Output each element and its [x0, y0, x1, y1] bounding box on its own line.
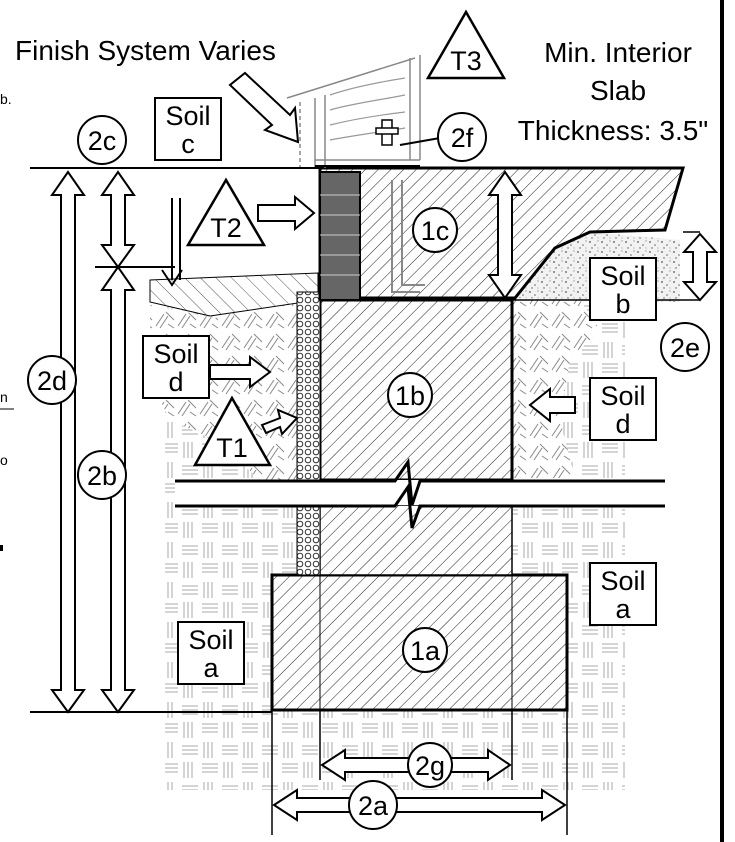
edge-fragment-b: b. — [0, 91, 12, 107]
foundation-insulation — [296, 291, 321, 481]
callout-1b-circle — [387, 372, 433, 418]
slab-note-line1: Min. Interior — [544, 37, 692, 68]
soil-d-left-letter: d — [168, 367, 183, 397]
callout-2e-circle — [660, 322, 710, 372]
soil-d-right-region — [512, 300, 600, 478]
soil-a-right-label-box — [589, 562, 657, 626]
callout-1a: 1a — [410, 636, 441, 666]
soil-a-right-word: Soil — [600, 566, 645, 596]
callout-2f-circle — [437, 112, 487, 162]
callout-1c: 1c — [421, 216, 450, 246]
tag-t3-triangle — [425, 9, 507, 80]
rim-board — [319, 171, 361, 301]
callout-2b-circle — [77, 450, 127, 500]
soil-d-left-word: Soil — [153, 339, 198, 369]
callout-2f: 2f — [451, 123, 474, 153]
edge-fragment-o: o — [0, 452, 8, 468]
tag-t2-triangle — [185, 177, 267, 247]
soil-a-left-letter: a — [203, 653, 219, 683]
soil-b-label-box — [589, 257, 657, 321]
callout-1a-circle — [402, 627, 448, 673]
soil-c-word: Soil — [165, 101, 210, 131]
soil-d-left-label-box — [142, 335, 210, 399]
finish-system-note: Finish System Varies — [15, 35, 276, 66]
callout-2a: 2a — [358, 791, 389, 821]
soil-b-word: Soil — [600, 261, 645, 291]
callout-2a-circle — [348, 780, 398, 830]
callout-2g-circle — [407, 742, 453, 788]
soil-c-letter: c — [181, 129, 195, 159]
soil-a-left-label-box — [177, 621, 245, 685]
callout-2e: 2e — [670, 333, 700, 363]
tag-t1: T1 — [216, 433, 248, 463]
framed-wall-above — [286, 55, 421, 168]
tag-t1-triangle — [192, 395, 273, 467]
callout-2g: 2g — [415, 751, 445, 781]
edge-fragment-n: n — [0, 389, 8, 405]
callout-2b: 2b — [87, 461, 117, 491]
callout-1c-circle — [412, 207, 458, 253]
callout-2d-circle — [27, 355, 77, 405]
soil-c-strip — [149, 272, 319, 317]
soil-a-right-letter: a — [615, 594, 631, 624]
soil-a-left-word: Soil — [188, 625, 233, 655]
triangle-tags — [185, 9, 507, 467]
break-lines — [175, 457, 665, 529]
soil-c-label-box — [154, 97, 222, 161]
callout-2c: 2c — [88, 126, 117, 156]
soil-d-right-letter: d — [615, 409, 630, 439]
slab-note-line2: Slab — [590, 75, 646, 106]
tag-t3: T3 — [450, 46, 482, 76]
tag-t2: T2 — [210, 213, 242, 243]
callout-2c-circle — [77, 115, 127, 165]
slab-note-line3: Thickness: 3.5" — [518, 115, 708, 146]
callout-1b: 1b — [395, 381, 425, 411]
callout-2d: 2d — [37, 366, 67, 396]
soil-d-right-word: Soil — [600, 381, 645, 411]
soil-d-right-label-box — [589, 377, 657, 441]
soil-b-letter: b — [615, 289, 630, 319]
callout-circles — [27, 112, 710, 830]
